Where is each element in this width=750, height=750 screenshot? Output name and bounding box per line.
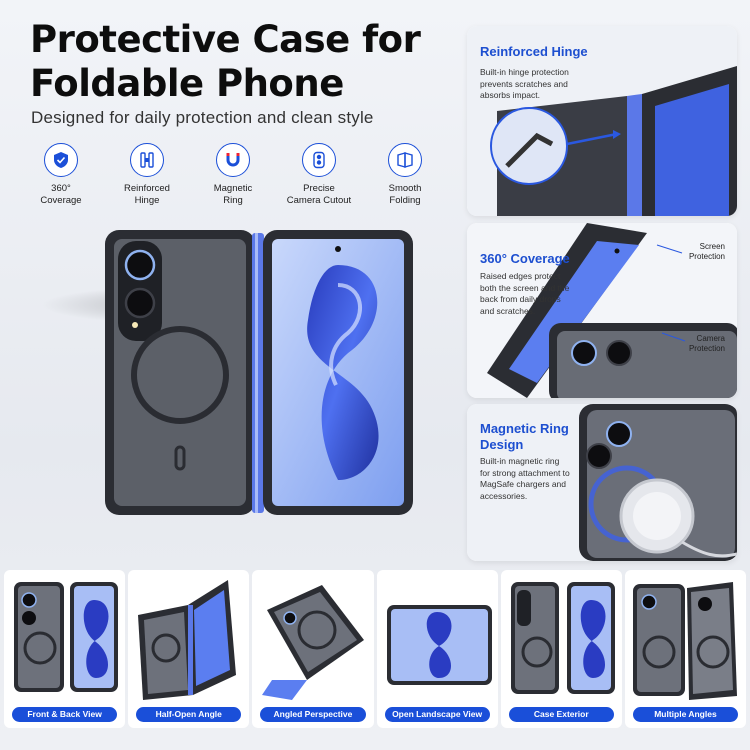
thumb-multiple[interactable]: Multiple Angles <box>624 570 747 728</box>
coverage-closeup-image <box>467 223 737 398</box>
feature-camera: Precise Camera Cutout <box>276 143 362 215</box>
thumb-image <box>632 582 737 700</box>
magnetic-closeup-image <box>467 404 737 561</box>
panel-title: 360° Coverage <box>480 251 570 266</box>
page-subtitle: Designed for daily protection and clean … <box>31 108 374 127</box>
feature-label: Smooth Folding <box>388 183 422 206</box>
hinge-icon <box>130 143 164 177</box>
panel-360-coverage: 360° Coverage Raised edges protect both … <box>467 223 737 398</box>
shield-icon <box>44 143 78 177</box>
thumb-image <box>138 580 237 700</box>
thumb-label: Open Landscape View <box>384 707 490 722</box>
feature-label: Precise Camera Cutout <box>286 183 352 206</box>
panel-title: Magnetic Ring Design <box>480 421 569 452</box>
thumbnail-row: Front & Back View Half-Open Angle Angled… <box>4 570 747 728</box>
thumb-image <box>262 585 365 700</box>
thumb-image <box>510 582 615 694</box>
feature-row: 360° Coverage Reinforced Hinge Magnetic … <box>18 143 448 215</box>
page-title: Protective Case for Foldable Phone <box>30 18 421 105</box>
feature-label: Magnetic Ring <box>213 183 253 206</box>
panel-reinforced-hinge: Reinforced Hinge Built-in hinge protecti… <box>467 26 737 216</box>
thumb-landscape[interactable]: Open Landscape View <box>376 570 498 728</box>
thumb-image <box>14 582 118 692</box>
callout-screen-protection: Screen Protection <box>688 242 725 261</box>
thumb-label: Front & Back View <box>12 707 118 722</box>
thumb-label: Half-Open Angle <box>136 707 242 722</box>
folding-icon <box>388 143 422 177</box>
thumb-image <box>386 605 492 685</box>
feature-hinge: Reinforced Hinge <box>104 143 190 215</box>
callout-camera-protection: Camera Protection <box>688 334 725 353</box>
magnet-icon <box>216 143 250 177</box>
panel-text: Built-in magnetic ring for strong attach… <box>480 456 570 501</box>
panel-magnetic-ring: Magnetic Ring Design Built-in magnetic r… <box>467 404 737 561</box>
panel-title: Reinforced Hinge <box>480 44 588 59</box>
feature-coverage: 360° Coverage <box>18 143 104 215</box>
hinge-closeup-image <box>467 26 737 216</box>
panel-text: Built-in hinge protection prevents scrat… <box>480 67 569 100</box>
feature-label: 360° Coverage <box>40 183 82 206</box>
camera-icon <box>302 143 336 177</box>
hero-phone-image <box>105 230 413 515</box>
panel-text: Raised edges protect both the screen and… <box>480 271 570 316</box>
thumb-angled[interactable]: Angled Perspective <box>252 570 374 728</box>
thumb-half-open[interactable]: Half-Open Angle <box>128 570 250 728</box>
feature-label: Reinforced Hinge <box>124 183 170 206</box>
feature-folding: Smooth Folding <box>362 143 448 215</box>
thumb-label: Case Exterior <box>508 707 614 722</box>
thumb-exterior[interactable]: Case Exterior <box>500 570 622 728</box>
thumb-label: Angled Perspective <box>260 707 366 722</box>
thumb-label: Multiple Angles <box>632 707 739 722</box>
thumb-front-back[interactable]: Front & Back View <box>4 570 126 728</box>
feature-magnetic: Magnetic Ring <box>190 143 276 215</box>
